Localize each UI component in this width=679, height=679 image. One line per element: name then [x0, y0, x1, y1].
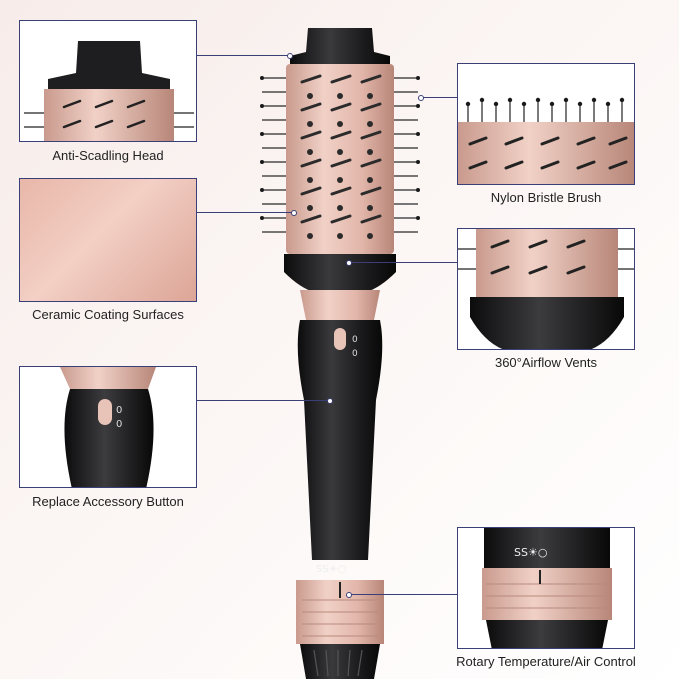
svg-text:SS☀○: SS☀○ [514, 546, 547, 559]
airflow-vents-caption: 360°Airflow Vents [494, 355, 598, 370]
svg-text:0: 0 [352, 349, 358, 359]
svg-text:0: 0 [116, 419, 122, 430]
anti-scalding-head-caption: Anti-Scadling Head [52, 148, 164, 163]
leader-line-airflow [348, 262, 457, 263]
rotary-control-caption: Rotary Temperature/Air Control [456, 654, 636, 669]
leader-line-anti-scalding [197, 55, 289, 56]
leader-dot-anti-scalding [287, 53, 293, 59]
hot-air-brush-image: 0 0 SS☀○ [260, 28, 420, 679]
airflow-vents-inset [457, 228, 635, 350]
anti-scalding-head-inset [19, 20, 197, 142]
leader-dot-ceramic [291, 210, 297, 216]
leader-dot-replace-button [327, 398, 333, 404]
ceramic-coating-inset [19, 178, 197, 302]
leader-line-rotary [348, 594, 457, 595]
leader-line-ceramic [197, 212, 293, 213]
leader-dot-nylon [418, 95, 424, 101]
leader-line-nylon [420, 97, 457, 98]
nylon-bristle-caption: Nylon Bristle Brush [490, 190, 602, 205]
leader-line-replace-button [197, 400, 329, 401]
nylon-bristle-inset [457, 63, 635, 185]
leader-dot-airflow [346, 260, 352, 266]
leader-dot-rotary [346, 592, 352, 598]
svg-text:0: 0 [116, 405, 122, 416]
ceramic-coating-caption: Ceramic Coating Surfaces [32, 307, 184, 322]
rotary-control-inset: SS☀○ [457, 527, 635, 649]
svg-text:0: 0 [352, 335, 358, 345]
replace-button-inset: 0 0 [19, 366, 197, 488]
svg-text:SS☀○: SS☀○ [316, 564, 346, 575]
replace-button-caption: Replace Accessory Button [32, 494, 184, 509]
